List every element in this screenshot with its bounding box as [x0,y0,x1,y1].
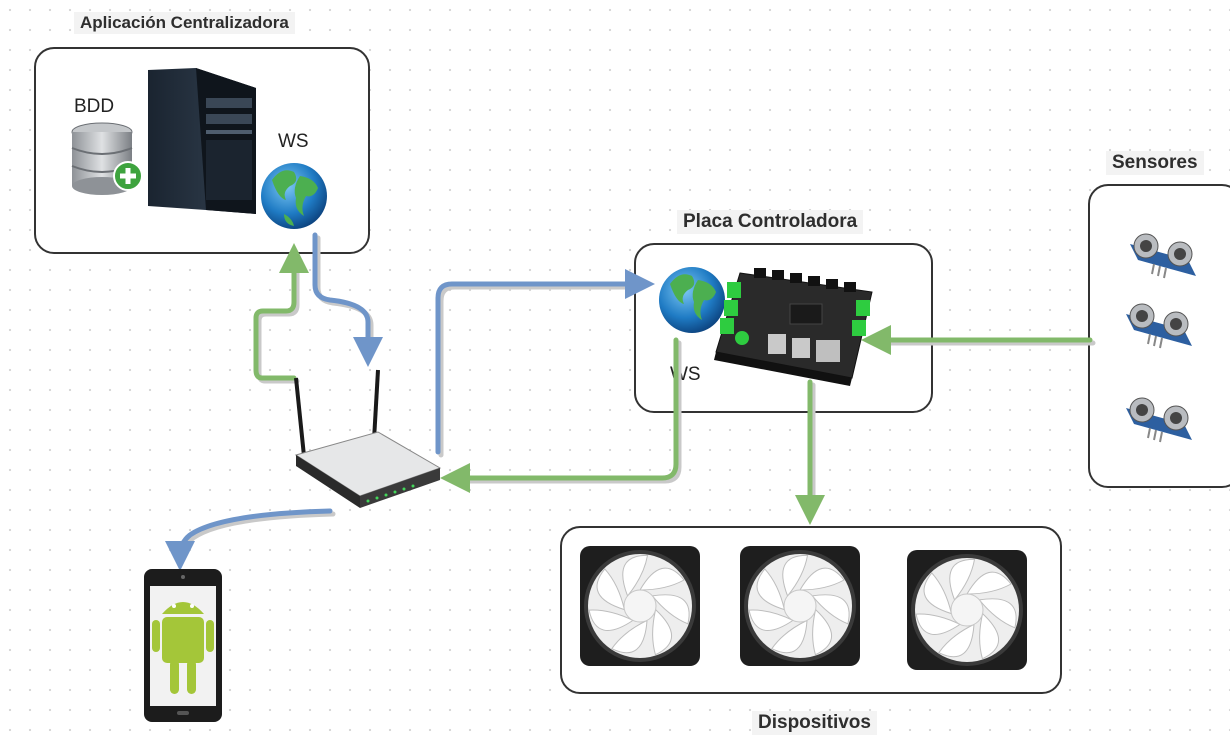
arrow-router-to-central-ws [253,243,309,381]
arrow-router-to-controller [438,284,646,458]
arrow-central-ws-to-router [315,235,374,358]
arrow-router-to-phone [165,508,333,571]
fan-icon [580,546,700,666]
controller-title: Placa Controladora [677,210,864,234]
central-ws-globe-icon [261,163,327,229]
ultrasonic-sensor-icon [1130,233,1196,279]
central-app-title: Aplicación Centralizadora [74,12,295,34]
ultrasonic-sensor-icon [1126,397,1192,443]
database-icon [71,122,143,195]
devices-title: Dispositivos [752,711,877,735]
central-ws-label: WS [278,131,309,152]
controller-ws-globe-icon [659,267,725,333]
arrow-controller-to-router [440,337,679,493]
arrow-central-ws-to-router [312,232,383,367]
android-phone-icon [144,569,222,722]
router-icon [294,369,442,508]
fan-icon [740,546,860,666]
bdd-label: BDD [74,96,115,117]
sensors-title: Sensores [1106,151,1204,175]
arrow-router-to-controller [435,269,655,455]
ultrasonic-sensor-icon [1126,303,1192,349]
fan-icon [907,550,1027,670]
server-icon [148,68,256,214]
arrow-router-to-central-ws [256,258,300,384]
controller-board-icon [714,268,873,386]
arrow-controller-to-router [455,340,682,484]
arrows [165,232,1096,571]
arrow-router-to-phone [180,511,336,562]
